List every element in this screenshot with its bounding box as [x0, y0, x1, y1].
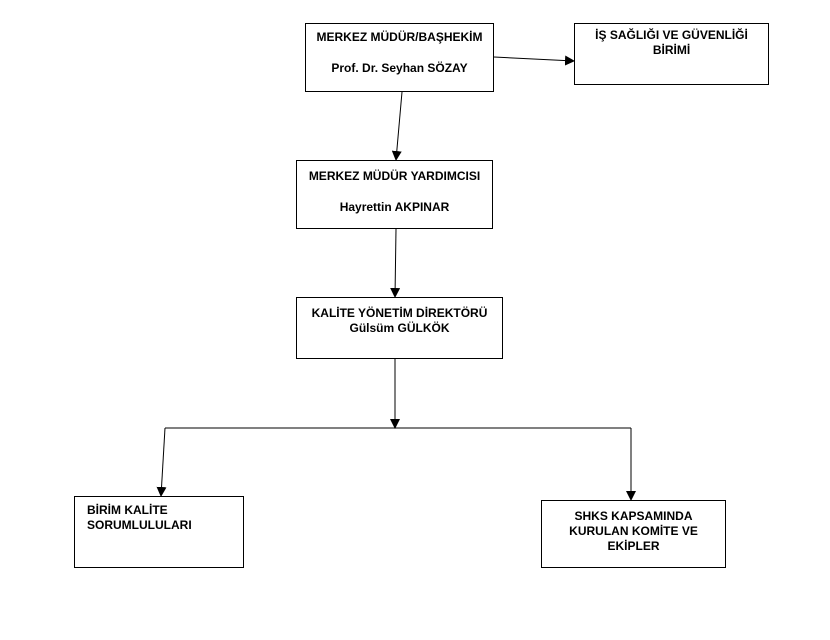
- unit-quality-officers-box: BİRİM KALİTE SORUMLULULARI: [74, 496, 244, 568]
- ohs-unit-line-2: BİRİMİ: [652, 43, 691, 57]
- arrow-director-to-ohs: [493, 55, 575, 66]
- shks-line-1: SHKS KAPSAMINDA: [574, 509, 693, 523]
- ohs-unit-line-1: İŞ SAĞLIĞI VE GÜVENLİĞİ: [595, 28, 748, 42]
- deputy-name: Hayrettin AKPINAR: [339, 200, 450, 214]
- quality-director-name: Gülsüm GÜLKÖK: [349, 321, 450, 335]
- director-name: Prof. Dr. Seyhan SÖZAY: [331, 61, 468, 75]
- arrow-director-to-deputy: [391, 91, 403, 161]
- unit-quality-line-1: BİRİM KALİTE: [87, 503, 168, 517]
- arrow-deputy-to-quality: [390, 228, 401, 298]
- shks-line-3: EKİPLER: [607, 539, 660, 553]
- director-title: MERKEZ MÜDÜR/BAŞHEKİM: [316, 30, 483, 44]
- unit-quality-line-2: SORUMLULULARI: [87, 518, 192, 532]
- director-box: MERKEZ MÜDÜR/BAŞHEKİM Prof. Dr. Seyhan S…: [305, 23, 494, 92]
- deputy-title: MERKEZ MÜDÜR YARDIMCISI: [308, 169, 481, 183]
- quality-director-title: KALİTE YÖNETİM DİREKTÖRÜ: [311, 306, 488, 320]
- quality-director-box: KALİTE YÖNETİM DİREKTÖRÜ Gülsüm GÜLKÖK: [296, 297, 503, 359]
- ohs-unit-box: İŞ SAĞLIĞI VE GÜVENLİĞİ BİRİMİ: [574, 23, 769, 85]
- deputy-director-box: MERKEZ MÜDÜR YARDIMCISI Hayrettin AKPINA…: [296, 160, 493, 229]
- shks-line-2: KURULAN KOMİTE VE: [569, 524, 698, 538]
- shks-committees-box: SHKS KAPSAMINDA KURULAN KOMİTE VE EKİPLE…: [541, 500, 726, 568]
- arrow-to-unit-quality: [156, 427, 167, 497]
